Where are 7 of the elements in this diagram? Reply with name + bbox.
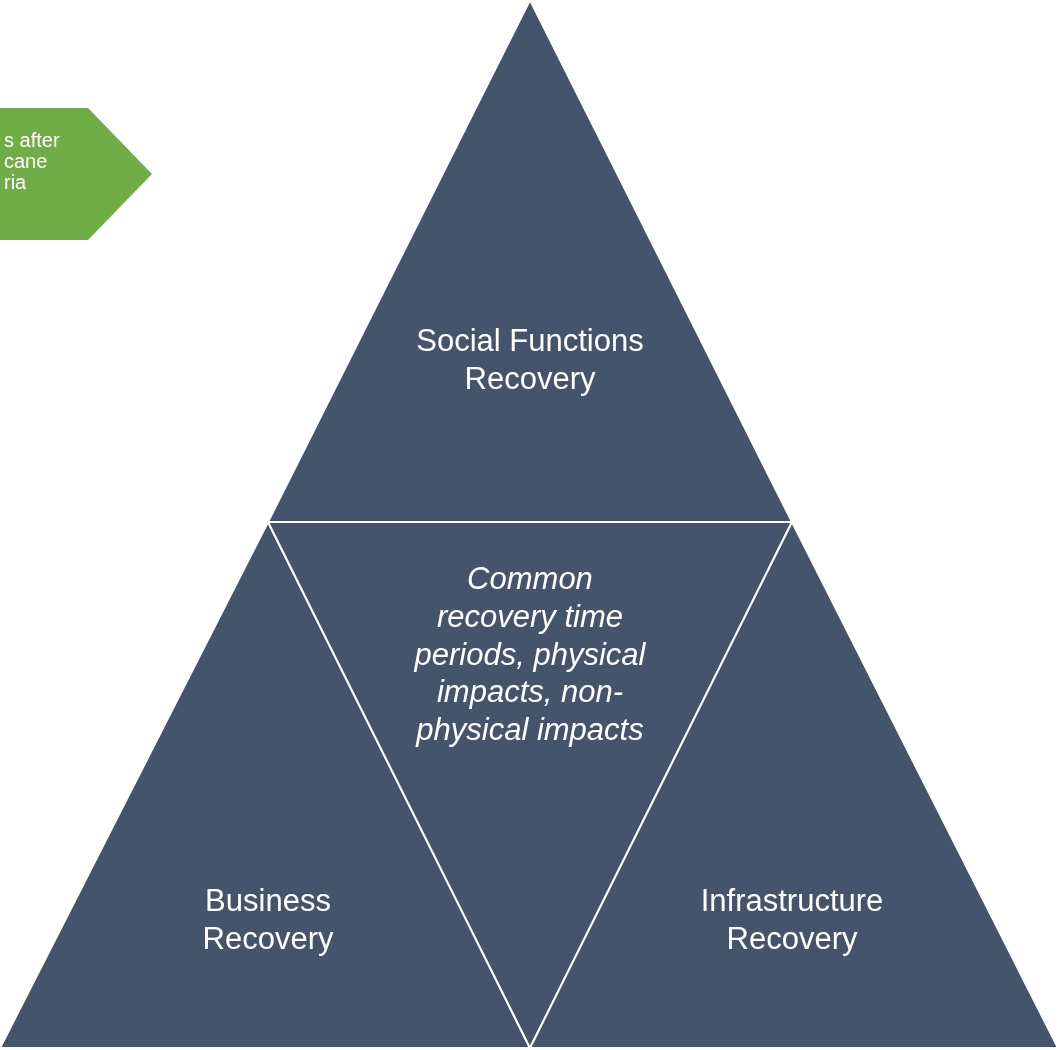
chevron-label: s after cane ria (4, 130, 61, 193)
panel-label: Infrastructure Recovery (699, 882, 885, 958)
panel-label: Business Recovery (201, 882, 335, 958)
triangle-panel (268, 0, 792, 522)
chevron-arrow (0, 108, 152, 240)
panel-label: Common recovery time periods, physical impacts, non-physical impacts (412, 560, 647, 750)
panel-label: Social Functions Recovery (415, 322, 645, 398)
